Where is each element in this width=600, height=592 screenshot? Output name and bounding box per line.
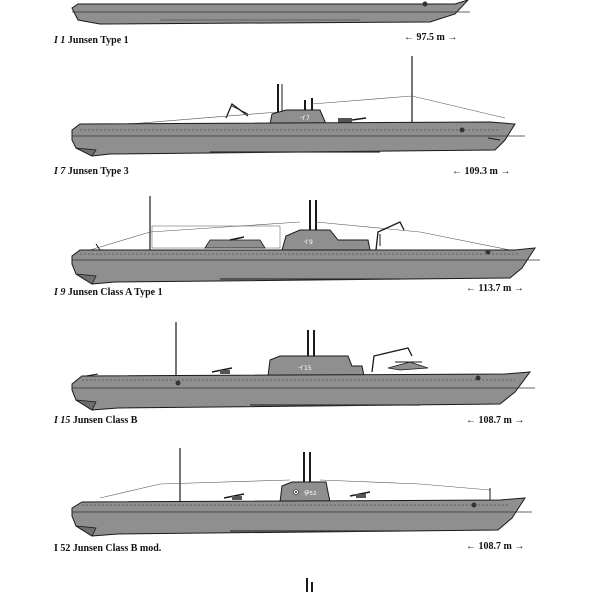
submarine-i7-label: I 7 Junsen Type 3 — [54, 166, 129, 177]
submarine-6-partial-drawing — [306, 578, 313, 592]
submarine-i9-length: ← 113.7 m → — [466, 283, 524, 294]
submarine-i15-hull-mark: イ15 — [298, 365, 312, 372]
submarine-i9-hangar — [204, 239, 266, 249]
submarine-i15-label: I 15 Junsen Class B — [54, 415, 137, 426]
submarine-i9-conning-tower — [281, 229, 371, 251]
submarine-i9-label: I 9 Junsen Class A Type 1 — [54, 287, 163, 298]
submarine-i52-label: I 52 Junsen Class B mod. — [54, 543, 161, 554]
submarine-i9-number: I 9 — [54, 287, 66, 298]
submarine-i9-drawing: イ9 — [71, 196, 540, 285]
submarine-i7-conning-tower — [269, 109, 327, 125]
submarine-i7-name: Junsen Type 3 — [67, 166, 129, 177]
submarine-i1-length: ← 97.5 m → — [404, 32, 458, 43]
submarine-i9-hull — [71, 247, 536, 285]
submarine-i52-name: Junsen Class B mod. — [72, 543, 162, 554]
submarine-i1-drawing — [71, 0, 470, 25]
submarine-i52-hull-mark: 伊52 — [304, 489, 317, 497]
submarine-i15-number: I 15 — [54, 415, 71, 426]
submarine-i15-hull — [71, 371, 532, 411]
submarine-i52-length: ← 108.7 m → — [466, 541, 525, 552]
submarine-i9-name: Junsen Class A Type 1 — [67, 287, 163, 298]
submarine-i7-hull-mark: イ7 — [300, 115, 310, 122]
submarine-i1-label: I 1 Junsen Type 1 — [54, 35, 129, 46]
submarine-i7-drawing: イ7 — [71, 56, 525, 157]
submarine-i7-length: ← 109.3 m → — [452, 166, 511, 177]
submarine-i1-number: I 1 — [54, 35, 66, 46]
submarine-i15-drawing: イ15 — [71, 322, 535, 411]
submarine-i52-number: I 52 — [54, 543, 71, 554]
submarine-i7-number: I 7 — [54, 166, 66, 177]
submarine-i15-conning-tower — [267, 355, 365, 377]
submarine-i7-hull — [71, 121, 516, 157]
submarine-i9-hull-mark: イ9 — [303, 239, 313, 246]
submarine-i15-length: ← 108.7 m → — [466, 415, 525, 426]
submarine-i52-hull — [71, 497, 526, 537]
submarine-i52-drawing: 伊52 — [71, 448, 532, 537]
submarine-i15-name: Junsen Class B — [72, 415, 138, 426]
submarine-i1-name: Junsen Type 1 — [67, 35, 129, 46]
